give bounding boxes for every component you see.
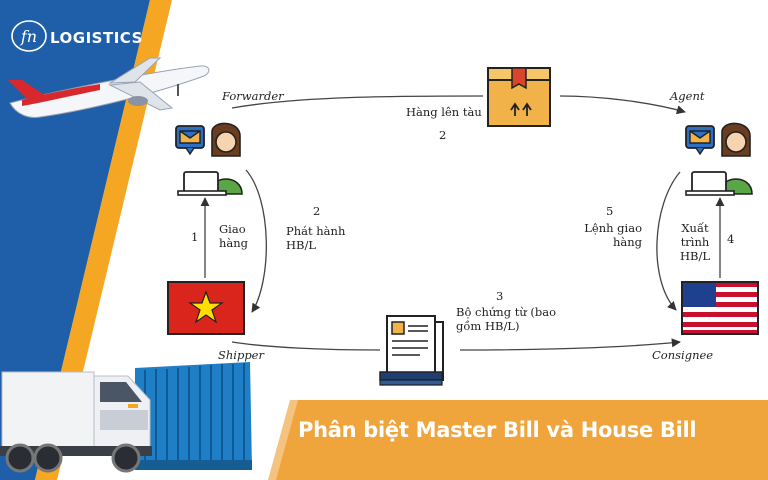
forwarder-person-icon [175, 122, 243, 196]
brand-logo-icon: fn [11, 20, 47, 52]
step-5-number: 5 [606, 204, 614, 218]
arrow-ship-to-agent [559, 95, 686, 115]
step-2-top-label: Hàng lên tàu [406, 105, 482, 119]
container-icon [135, 362, 252, 470]
banner-title: Phân biệt Master Bill và House Bill [298, 418, 697, 442]
role-shipper: Shipper [218, 348, 264, 362]
arrow-forwarder-to-ship [231, 95, 484, 109]
truck-icon [0, 371, 152, 473]
usa-flag-icon [681, 281, 759, 335]
step-4-number: 4 [727, 232, 735, 246]
role-forwarder: Forwarder [222, 89, 284, 103]
arrow-docs-to-consignee [459, 338, 681, 351]
role-agent: Agent [670, 89, 705, 103]
title-banner [268, 400, 768, 480]
step-2-top-number: 2 [439, 128, 447, 142]
step-1-number: 1 [191, 230, 199, 244]
brand-name: LOGISTICS [50, 29, 143, 47]
arrow-shipper-to-docs [231, 341, 381, 351]
role-consignee: Consignee [652, 348, 714, 362]
agent-person-icon [685, 122, 753, 196]
step-2-number: 2 [313, 204, 321, 218]
package-icon [487, 67, 551, 127]
documents-icon [379, 315, 444, 386]
vietnam-flag-icon [167, 281, 245, 335]
step-3-number: 3 [496, 289, 504, 303]
orange-stripe [35, 0, 172, 480]
blue-panel [0, 0, 150, 480]
airplane-icon [8, 57, 210, 118]
arrow-step5 [656, 171, 681, 311]
arrow-step2 [245, 169, 267, 313]
logo-mark-text: fn [20, 27, 37, 46]
